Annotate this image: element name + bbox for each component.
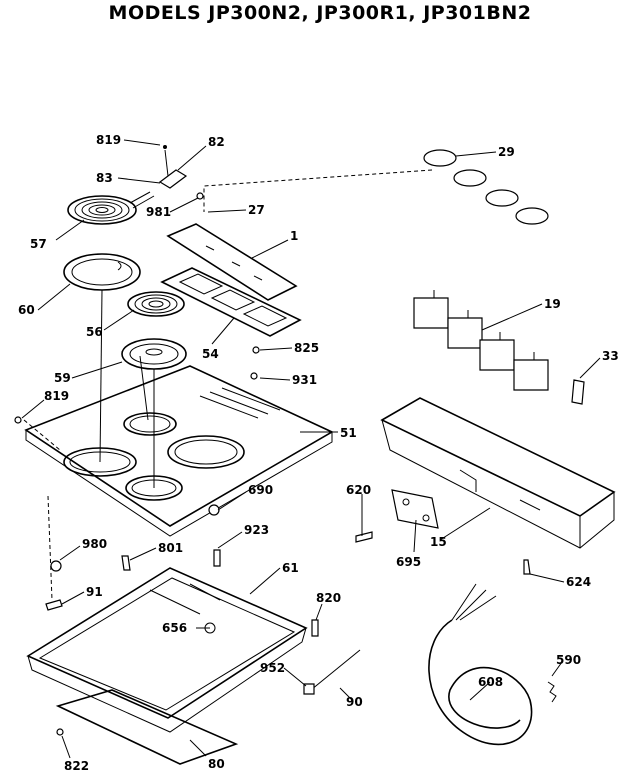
- screws: [14, 192, 531, 736]
- surface-element-large: [67, 191, 155, 225]
- power-cord: [428, 583, 533, 746]
- callout-981: 981: [146, 205, 171, 219]
- callout-624: 624: [566, 575, 591, 589]
- callout-59: 59: [54, 371, 71, 385]
- callout-33: 33: [602, 349, 619, 363]
- callout-51: 51: [340, 426, 357, 440]
- terminal-block: [158, 145, 188, 189]
- drip-pan-large: [63, 253, 141, 291]
- callout-825: 825: [294, 341, 319, 355]
- callout-27: 27: [248, 203, 265, 217]
- cooktop-main-top: [24, 365, 334, 537]
- callout-820: 820: [316, 591, 341, 605]
- callout-91: 91: [86, 585, 103, 599]
- callout-690: 690: [248, 483, 273, 497]
- callout-819-top: 819: [96, 133, 121, 147]
- diagram-title: MODELS JP300N2, JP300R1, JP301BN2: [108, 2, 532, 24]
- ground-wire: [303, 649, 361, 695]
- callout-923: 923: [244, 523, 269, 537]
- callout-931: 931: [292, 373, 317, 387]
- mounting-bracket: [391, 489, 439, 529]
- control-housing: [380, 397, 616, 549]
- callout-15: 15: [430, 535, 447, 549]
- infinite-switches: [413, 290, 549, 391]
- callout-61: 61: [282, 561, 299, 575]
- callout-1: 1: [290, 229, 298, 243]
- callout-590: 590: [556, 653, 581, 667]
- callout-83: 83: [96, 171, 113, 185]
- callout-90: 90: [346, 695, 363, 709]
- insulation-pad: [55, 689, 239, 765]
- callout-695: 695: [396, 555, 421, 569]
- control-knobs: [203, 149, 549, 225]
- drip-pan-small: [121, 338, 187, 370]
- callout-82: 82: [208, 135, 225, 149]
- indicator-light: [571, 379, 585, 405]
- callout-54: 54: [202, 347, 219, 361]
- callout-819-left: 819: [44, 389, 69, 403]
- callout-608: 608: [478, 675, 503, 689]
- callout-980: 980: [82, 537, 107, 551]
- cord-clamp: [547, 681, 557, 703]
- callout-80: 80: [208, 757, 225, 771]
- control-panel-plate: [166, 223, 298, 301]
- callout-19: 19: [544, 297, 561, 311]
- callout-29: 29: [498, 145, 515, 159]
- callout-656: 656: [162, 621, 187, 635]
- gasket: [160, 267, 302, 337]
- callout-60: 60: [18, 303, 35, 317]
- callout-620: 620: [346, 483, 371, 497]
- callout-952: 952: [260, 661, 285, 675]
- callout-57: 57: [30, 237, 47, 251]
- callout-56: 56: [86, 325, 103, 339]
- surface-element-small: [127, 291, 185, 317]
- callout-801: 801: [158, 541, 183, 555]
- callout-822: 822: [64, 759, 89, 773]
- burner-box-pan: [26, 567, 308, 733]
